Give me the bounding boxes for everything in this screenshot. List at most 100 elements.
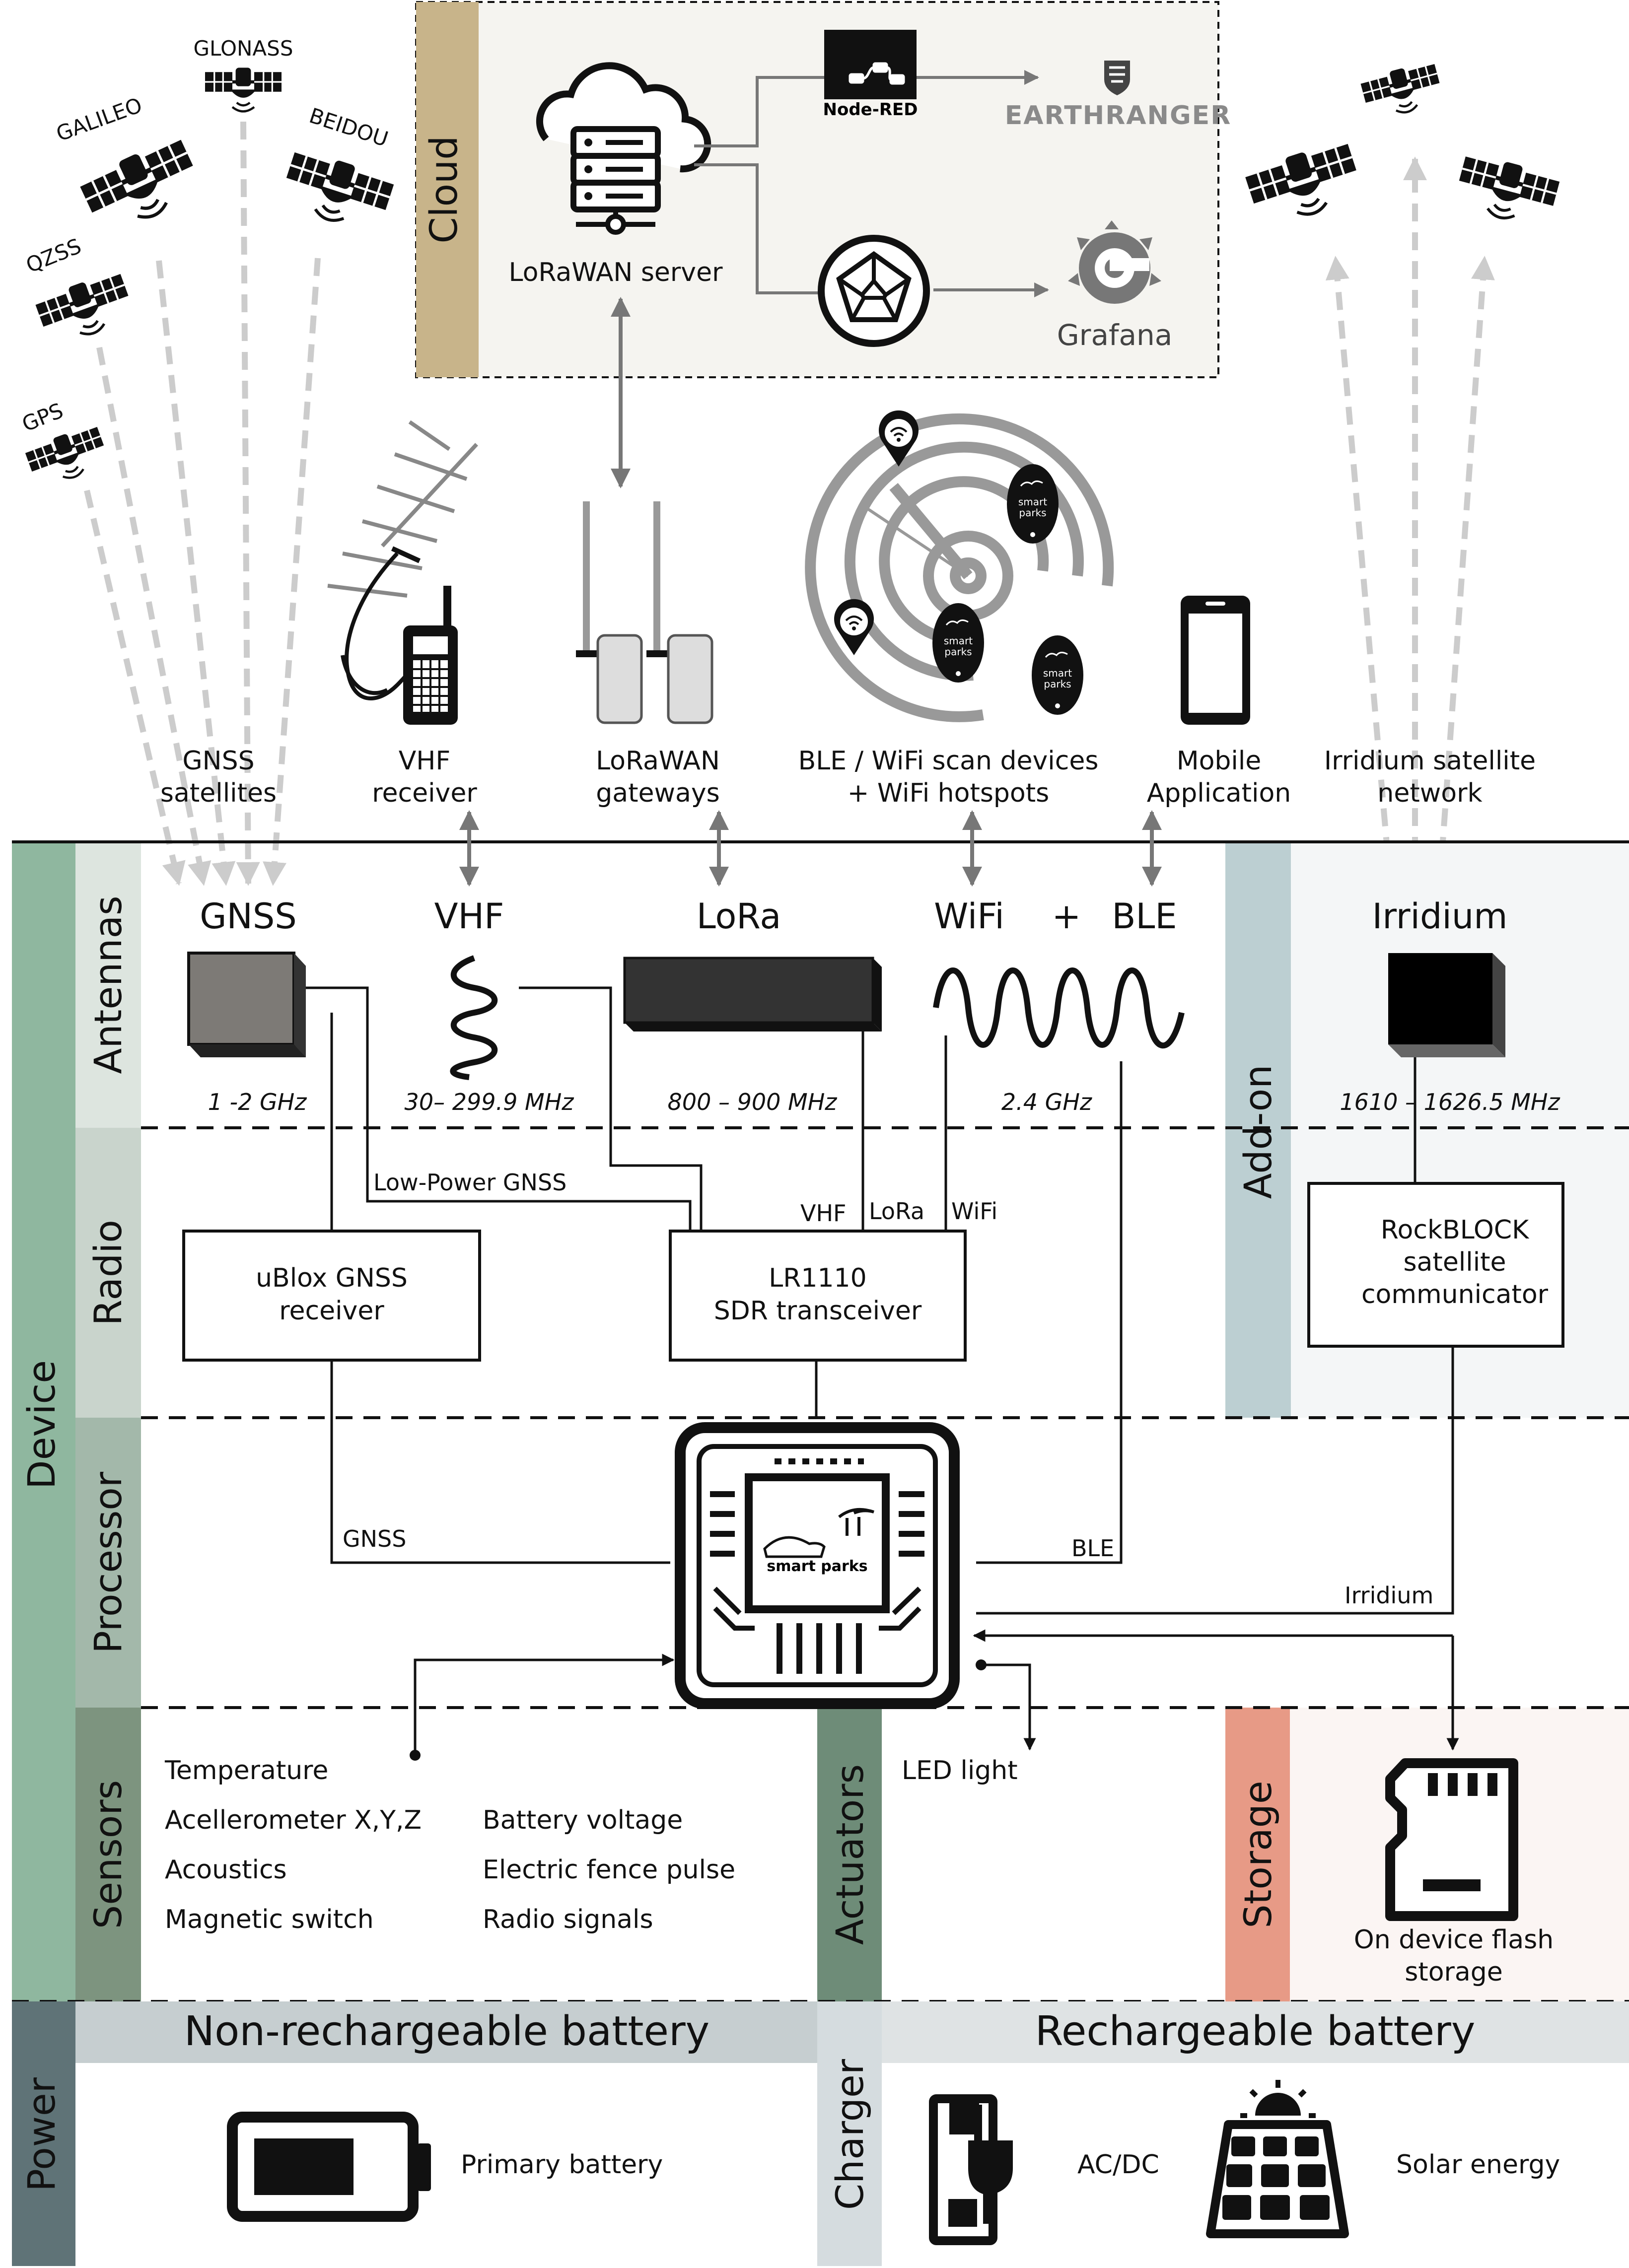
mobile-phone-icon xyxy=(1181,596,1250,725)
lora-antenna-icon xyxy=(623,957,882,1031)
antennas-row: GNSS VHF LoRa WiFi + BLE Irridium xyxy=(187,896,1560,1115)
sensor-electric-fence-pulse: Electric fence pulse xyxy=(483,1855,735,1885)
earthranger-icon xyxy=(1104,61,1130,95)
ble-antenna-label: BLE xyxy=(1112,896,1177,937)
tag-text-1b: parks xyxy=(1019,507,1046,519)
node-red-label: Node-RED xyxy=(823,100,918,120)
vhf-frequency-label: 30– 299.9 MHz xyxy=(405,1089,574,1115)
gnss-antenna-icon xyxy=(187,952,306,1057)
sensor-radio-signals: Radio signals xyxy=(483,1905,653,1934)
beidou-label: BEIDOU xyxy=(306,103,391,151)
ble-wifi-label-2: + WiFi hotspots xyxy=(848,778,1049,808)
charger-band-label: Charger xyxy=(828,2059,872,2210)
cloud-section: Cloud LoRaWAN server xyxy=(415,1,1230,378)
radio-band-label: Radio xyxy=(86,1220,130,1326)
storage-label-2: storage xyxy=(1405,1957,1503,1987)
nonrecharge-label: Non-rechargeable battery xyxy=(184,2008,709,2055)
power-band-label: Power xyxy=(19,2077,64,2192)
iridium-network-label-1: Irridium satellite xyxy=(1324,746,1536,776)
sensor-temperature: Temperature xyxy=(164,1756,328,1786)
smart-parks-logo-icon xyxy=(763,1508,874,1558)
mobile-app-label-2: Application xyxy=(1147,778,1291,808)
actuators-band-label: Actuators xyxy=(828,1764,872,1945)
storage-band xyxy=(1225,1708,1290,2001)
grafana-icon xyxy=(1068,220,1161,304)
addon-band xyxy=(1225,842,1291,1418)
mobile-app-label-1: Mobile xyxy=(1177,746,1262,776)
gnss-satellites-label-1: GNSS xyxy=(182,746,254,776)
power-section: Power Charger Non-rechargeable battery R… xyxy=(12,2001,1629,2266)
processor-arrows xyxy=(414,1629,1459,1752)
radio-band xyxy=(75,1128,141,1418)
node-red-icon xyxy=(824,30,917,99)
glonass-satellite-icon xyxy=(205,68,282,111)
recharge-header xyxy=(882,2001,1629,2063)
lora-wire-label: LoRa xyxy=(869,1198,924,1225)
iridium-antenna-label: Irridium xyxy=(1372,896,1508,937)
iridium-satellite-icon-1 xyxy=(1243,138,1365,230)
wifi-frequency-label: 2.4 GHz xyxy=(1001,1089,1092,1115)
plug-icon xyxy=(929,2094,1013,2245)
actuators-band xyxy=(817,1708,882,2001)
acdc-label: AC/DC xyxy=(1077,2150,1159,2180)
beidou-satellite-icon xyxy=(278,146,396,235)
recharge-label: Rechargeable battery xyxy=(1035,2008,1476,2055)
sensors-band xyxy=(75,1708,141,2001)
processor-band-label: Processor xyxy=(86,1471,130,1653)
gnss-satellites-label-2: satellites xyxy=(160,778,277,808)
internal-wiring xyxy=(306,986,1454,1615)
vhf-receiver-icon xyxy=(327,420,478,725)
vhf-wire-label: VHF xyxy=(800,1200,847,1227)
cube-icon xyxy=(818,235,930,347)
iridium-frequency-label: 1610 – 1626.5 MHz xyxy=(1340,1089,1560,1115)
lora-frequency-label: 800 – 900 MHz xyxy=(668,1089,838,1115)
iridium-processor-label: Irridium xyxy=(1345,1582,1433,1609)
wifi-wire-label: WiFi xyxy=(951,1198,997,1225)
antennas-band xyxy=(75,842,141,1128)
sensor-acoustics: Acoustics xyxy=(165,1855,287,1885)
rockblock-label-2: satellite xyxy=(1403,1247,1506,1277)
lr1110-label-1: LR1110 xyxy=(769,1263,866,1293)
primary-battery-label: Primary battery xyxy=(461,2150,663,2180)
vhf-antenna-label: VHF xyxy=(434,896,504,937)
wifi-antenna-label: WiFi xyxy=(934,896,1004,937)
tag-text-3b: parks xyxy=(1044,678,1071,690)
lr1110-transceiver-box: LR1110 SDR transceiver xyxy=(669,1230,967,1362)
addon-band-label: Add-on xyxy=(1236,1065,1280,1199)
lorawan-gateways-label-2: gateways xyxy=(596,778,720,808)
iridium-satellite-icon-3 xyxy=(1453,151,1561,230)
radio-labels: Low-Power GNSS VHF LoRa WiFi xyxy=(373,1169,997,1227)
gnss-frequency-label: 1 -2 GHz xyxy=(208,1089,307,1115)
chip-brand-label: smart parks xyxy=(767,1558,867,1575)
lorawan-gateways-icon xyxy=(576,501,713,724)
device-band xyxy=(12,842,75,2001)
top-labels: GNSS satellites VHF receiver LoRaWAN gat… xyxy=(160,746,1536,808)
ble-processor-label: BLE xyxy=(1071,1535,1114,1562)
gps-satellite-icon xyxy=(24,423,111,490)
iridium-satellite-icon-2 xyxy=(1359,60,1445,122)
cloud-background xyxy=(416,2,1218,377)
lorawan-server-label: LoRaWAN server xyxy=(509,258,723,287)
processor-band xyxy=(75,1418,141,1708)
gnss-antenna-label: GNSS xyxy=(200,896,296,937)
grafana-label: Grafana xyxy=(1057,318,1173,352)
wifi-hotspot-pin-icon-2 xyxy=(833,598,875,656)
vhf-receiver-label-2: receiver xyxy=(372,778,477,808)
gnss-processor-label: GNSS xyxy=(343,1525,406,1552)
gps-label: GPS xyxy=(18,398,67,436)
ble-wifi-scan-icon: smart parks smart parks smart parks xyxy=(805,409,1114,722)
antennas-band-label: Antennas xyxy=(86,895,130,1074)
solar-energy-label: Solar energy xyxy=(1396,2150,1560,2180)
actuator-led-light: LED light xyxy=(902,1756,1018,1786)
charger-band xyxy=(817,2001,882,2266)
power-band xyxy=(12,2001,75,2266)
tag-text-3a: smart xyxy=(1043,667,1072,679)
ublox-label-1: uBlox GNSS xyxy=(256,1263,408,1293)
tag-text-2b: parks xyxy=(944,646,972,658)
lorawan-gateways-label-1: LoRaWAN xyxy=(596,746,720,776)
plus-label: + xyxy=(1052,896,1081,937)
qzss-label: QZSS xyxy=(22,234,84,278)
iridium-network-label-2: network xyxy=(1377,778,1482,808)
